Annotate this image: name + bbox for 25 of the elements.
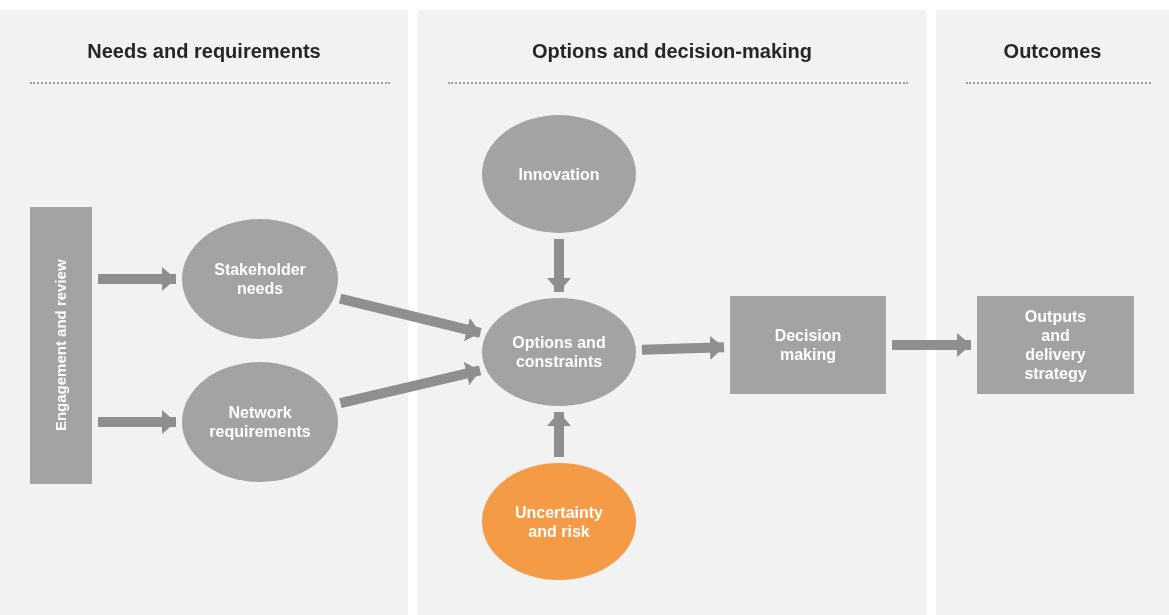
process-box <box>977 296 1134 394</box>
node-label: Innovation <box>518 164 600 184</box>
arrow <box>98 267 176 291</box>
node-label: Stakeholder needs <box>213 260 307 298</box>
column-panel <box>936 10 1169 615</box>
process-box <box>730 296 886 394</box>
column-heading: Outcomes <box>1003 39 1102 64</box>
node-label: Options and constraints <box>511 333 607 371</box>
node-label: Network requirements <box>209 403 311 441</box>
node-label: Outputs and delivery strategy <box>1023 307 1088 383</box>
arrow <box>339 293 482 342</box>
column-panel <box>0 10 408 615</box>
arrow <box>339 361 482 409</box>
column-heading: Options and decision-making <box>532 39 812 64</box>
node-label: Uncertainty and risk <box>514 502 604 541</box>
process-box <box>30 207 92 484</box>
column-heading: Needs and requirements <box>87 39 321 64</box>
arrow <box>892 333 971 357</box>
node-label: Decision making <box>773 326 843 364</box>
arrow <box>641 335 725 360</box>
node-label: Engagement and review <box>50 259 70 432</box>
arrow <box>98 410 176 434</box>
arrow <box>547 239 571 292</box>
arrow <box>547 412 571 457</box>
column-panel <box>418 10 926 615</box>
